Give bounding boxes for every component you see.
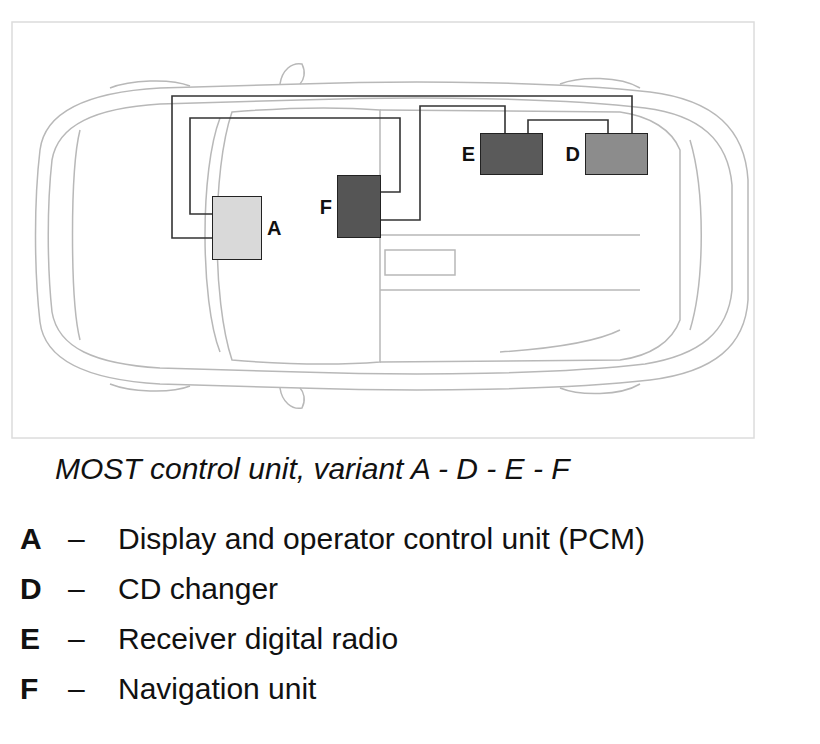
key-letter: F <box>20 672 38 707</box>
key-dash: – <box>68 672 85 707</box>
key-description: Display and operator control unit (PCM) <box>118 522 645 557</box>
unit-letter: E <box>461 143 476 165</box>
cd-changer-unit: D <box>585 133 648 175</box>
key-dash: – <box>68 572 85 607</box>
pcm-unit: A <box>212 196 262 260</box>
key-letter: A <box>20 522 42 557</box>
navigation-unit: F <box>337 175 381 238</box>
key-letter: E <box>20 622 40 657</box>
picture-frame <box>12 22 754 438</box>
unit-letter: D <box>565 143 581 165</box>
key-description: CD changer <box>118 572 278 607</box>
key-dash: – <box>68 522 85 557</box>
key-description: Navigation unit <box>118 672 316 707</box>
unit-letter: F <box>319 196 333 218</box>
key-description: Receiver digital radio <box>118 622 398 657</box>
figure-caption: MOST control unit, variant A - D - E - F <box>55 452 570 487</box>
unit-letter: A <box>266 217 282 239</box>
car-outline <box>36 64 749 409</box>
key-letter: D <box>20 572 42 607</box>
most-ring-wire <box>528 120 608 133</box>
digital-radio-unit: E <box>480 133 543 175</box>
key-dash: – <box>68 622 85 657</box>
